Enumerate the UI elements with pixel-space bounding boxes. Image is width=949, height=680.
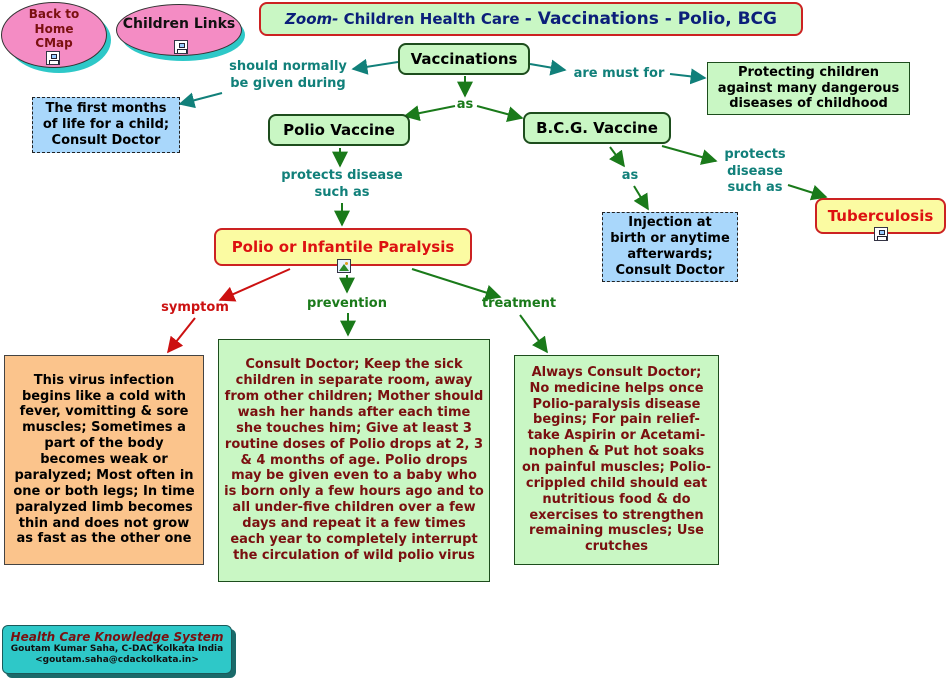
- first-months-node[interactable]: The first months of life for a child; Co…: [32, 97, 180, 153]
- link-label-as-bcg: as: [615, 168, 645, 185]
- protecting-text: Protecting children against many dangero…: [717, 64, 900, 112]
- link-protects2-to-tb: [787, 184, 828, 201]
- symptom-text: symptom: [161, 300, 229, 315]
- link-symptom-to-box: [167, 317, 196, 354]
- as-text: as: [456, 97, 474, 112]
- prevention-box[interactable]: Consult Doctor; Keep the sick children i…: [218, 339, 490, 582]
- symptom-box-text: This virus infection begins like a cold …: [13, 372, 195, 547]
- tuberculosis-label: Tuberculosis: [827, 206, 934, 225]
- must-for-text: are must for: [573, 66, 665, 81]
- footer-email[interactable]: <goutam.saha@cdackolkata.in>: [35, 655, 199, 666]
- link-as2-to-injection: [633, 185, 649, 211]
- link-label-protects-polio: protects disease such as: [270, 168, 414, 201]
- link-as-to-bcg-vaccine: [476, 105, 524, 123]
- link-given-to-first-months: [178, 92, 223, 109]
- link-label-given-during: should normally be given during: [222, 59, 354, 92]
- cmap-icon[interactable]: [874, 227, 888, 241]
- injection-node[interactable]: Injection at birth or anytime afterwards…: [602, 212, 738, 282]
- bcg-vaccine-label: B.C.G. Vaccine: [536, 118, 658, 137]
- as-bcg-text: as: [621, 168, 639, 183]
- given-during-text: should normally be given during: [229, 59, 347, 91]
- back-home-label: Back to Home CMap: [28, 7, 80, 51]
- image-icon[interactable]: [337, 259, 351, 273]
- link-as-to-polio-vaccine: [403, 105, 456, 122]
- protects-bcg-text: protects disease such as: [724, 147, 786, 196]
- link-must-to-protecting: [669, 68, 707, 85]
- link-label-prevention: prevention: [300, 296, 394, 313]
- polio-vaccine-node[interactable]: Polio Vaccine: [268, 114, 410, 146]
- title-tail: - Vaccinations - Polio, BCG: [524, 8, 777, 29]
- link-label-as: as: [450, 97, 480, 114]
- treatment-box-text: Always Consult Doctor; No medicine helps…: [521, 364, 712, 555]
- link-label-protects-bcg: protects disease such as: [712, 147, 798, 197]
- link-label-must-for: are must for: [568, 66, 670, 83]
- footer-system: Health Care Knowledge System: [10, 630, 224, 644]
- link-label-symptom: symptom: [156, 300, 234, 317]
- link-label-treatment: treatment: [474, 296, 564, 313]
- page-title: Zoom- Children Health Care - Vaccination…: [259, 2, 803, 36]
- prevention-text: prevention: [307, 296, 387, 311]
- link-vacc-to-given: [351, 58, 399, 75]
- cmap-icon[interactable]: [46, 51, 60, 65]
- protects-polio-text: protects disease such as: [281, 168, 403, 200]
- title-main: Children Health Care: [338, 9, 525, 28]
- polio-paralysis-label: Polio or Infantile Paralysis: [231, 237, 455, 256]
- back-home-button[interactable]: Back to Home CMap: [1, 2, 107, 68]
- link-bcg-to-as2: [609, 146, 625, 168]
- injection-text: Injection at birth or anytime afterwards…: [610, 215, 730, 278]
- link-vacc-to-must: [529, 59, 567, 76]
- link-bcg-to-protects2: [661, 145, 718, 165]
- polio-vaccine-label: Polio Vaccine: [283, 120, 395, 139]
- treatment-text: treatment: [481, 296, 557, 311]
- children-links-label: Children Links: [122, 16, 236, 33]
- bcg-vaccine-node[interactable]: B.C.G. Vaccine: [523, 112, 671, 144]
- link-treatment-to-box: [519, 314, 548, 354]
- children-links-button[interactable]: Children Links: [116, 4, 242, 56]
- footer-author: Goutam Kumar Saha, C-DAC Kolkata India: [10, 644, 224, 655]
- protecting-node[interactable]: Protecting children against many dangero…: [707, 62, 910, 115]
- title-zoom: Zoom-: [285, 9, 339, 28]
- link-paralysis-to-symptom: [218, 268, 291, 302]
- symptom-box[interactable]: This virus infection begins like a cold …: [4, 355, 204, 565]
- footer-box: Health Care Knowledge System Goutam Kuma…: [2, 625, 232, 674]
- treatment-box[interactable]: Always Consult Doctor; No medicine helps…: [514, 355, 719, 565]
- vaccinations-label: Vaccinations: [410, 49, 518, 68]
- first-months-text: The first months of life for a child; Co…: [42, 101, 170, 148]
- link-paralysis-to-treatment: [411, 268, 502, 301]
- vaccinations-node[interactable]: Vaccinations: [398, 43, 530, 75]
- prevention-box-text: Consult Doctor; Keep the sick children i…: [224, 357, 484, 563]
- cmap-icon[interactable]: [174, 40, 188, 54]
